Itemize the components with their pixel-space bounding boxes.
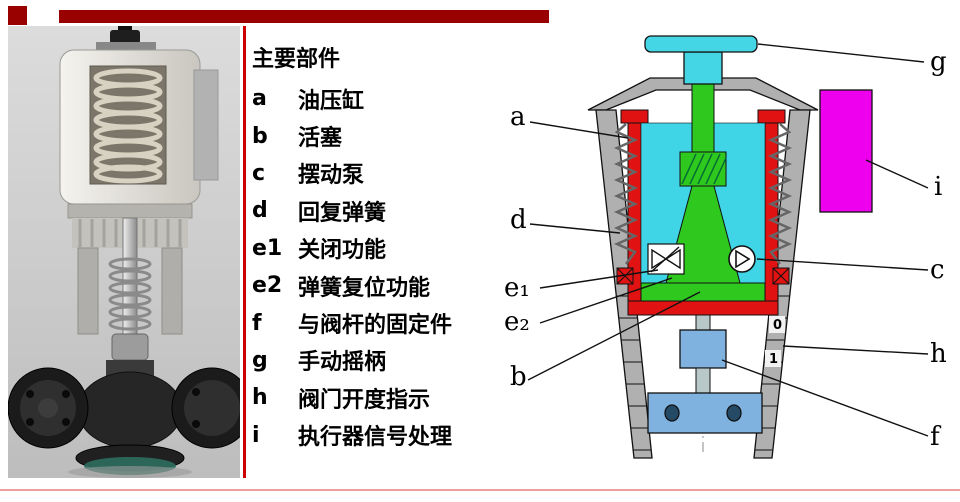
main-spring-coil xyxy=(93,68,163,184)
part-key: b xyxy=(252,123,268,149)
part-label: 油压缸 xyxy=(298,88,365,114)
part-label: 摆动泵 xyxy=(298,163,365,189)
function-valve-symbol xyxy=(647,243,685,275)
stem-fixture xyxy=(679,329,727,369)
bottom-rule xyxy=(0,489,960,491)
scale-window-1 xyxy=(765,350,781,367)
part-label: 弹簧复位功能 xyxy=(298,275,431,301)
part-row: a 油压缸 xyxy=(252,80,504,117)
leader-line-a xyxy=(529,121,629,139)
part-key: g xyxy=(252,347,268,373)
diagram-label-h: h xyxy=(930,339,947,369)
part-row: i 执行器信号处理 xyxy=(252,417,504,454)
scale-number-zero: 0 xyxy=(773,318,782,333)
part-key: e1 xyxy=(252,235,283,261)
actuator-head xyxy=(59,26,219,205)
part-label: 活塞 xyxy=(298,126,343,152)
part-row: e2 弹簧复位功能 xyxy=(252,267,504,304)
part-label: 与阀杆的固定件 xyxy=(298,313,453,339)
parts-list-title: 主要部件 xyxy=(252,47,341,72)
part-key: c xyxy=(252,160,266,186)
stem-connector xyxy=(695,314,711,331)
actuator-photo xyxy=(7,26,253,478)
piston-plate xyxy=(640,282,766,302)
part-row: b 活塞 xyxy=(252,117,504,154)
actuator-diagram: 0 1 xyxy=(500,28,960,473)
return-springs xyxy=(613,123,793,265)
leader-line-c xyxy=(756,258,929,271)
signal-module xyxy=(819,89,873,213)
diagram-label-e2: e₂ xyxy=(504,307,530,337)
swing-pump-symbol xyxy=(728,245,756,273)
part-row: f 与阀杆的固定件 xyxy=(252,304,504,341)
part-key: a xyxy=(252,86,267,112)
part-row: e1 关闭功能 xyxy=(252,230,504,267)
part-key: e2 xyxy=(252,273,283,299)
leader-line-b xyxy=(527,291,701,381)
part-label: 关闭功能 xyxy=(298,238,387,264)
part-key: d xyxy=(252,198,268,224)
diagram-label-b: b xyxy=(510,362,527,392)
diagram-label-i: i xyxy=(934,172,942,202)
part-label: 阀门开度指示 xyxy=(298,387,431,413)
scale-number-one: 1 xyxy=(769,352,778,367)
part-row: g 手动摇柄 xyxy=(252,342,504,379)
diagram-label-d: d xyxy=(510,205,527,235)
actuator-diagram-svg: 0 1 xyxy=(504,35,947,459)
part-label: 回复弹簧 xyxy=(298,200,387,226)
part-label: 手动摇柄 xyxy=(298,350,387,376)
part-key: i xyxy=(252,422,260,448)
leader-line-e1 xyxy=(539,269,659,289)
photo-divider-line xyxy=(243,26,246,478)
valve-body xyxy=(7,360,253,478)
part-key: f xyxy=(252,310,262,336)
diagram-label-c: c xyxy=(930,255,945,285)
part-row: c 摆动泵 xyxy=(252,155,504,192)
leader-line-h xyxy=(782,345,929,355)
leader-line-g xyxy=(757,43,925,63)
stem-spring-coil xyxy=(108,257,152,331)
leader-lines xyxy=(527,43,929,437)
leader-line-d xyxy=(529,223,621,234)
actuator-photo-svg xyxy=(7,26,253,478)
lower-stem xyxy=(695,367,711,394)
part-key: h xyxy=(252,385,268,411)
diagram-label-g: g xyxy=(930,47,947,77)
yoke-crossbar xyxy=(647,392,763,434)
leader-line-i xyxy=(865,159,929,189)
scale-window-0 xyxy=(769,316,785,333)
diagram-label-f: f xyxy=(930,422,942,452)
accent-bar xyxy=(59,10,549,23)
diagram-label-e1: e₁ xyxy=(504,273,530,303)
part-row: h 阀门开度指示 xyxy=(252,379,504,416)
accent-square xyxy=(8,6,27,25)
drive-stem xyxy=(691,83,715,153)
leader-line-f xyxy=(721,359,929,437)
manual-crank xyxy=(644,35,758,85)
leader-line-e2 xyxy=(539,277,673,324)
part-label: 执行器信号处理 xyxy=(298,425,453,451)
parts-list: 主要部件 a 油压缸 b 活塞 c 摆动泵 d 回复弹簧 e1 关闭功能 e2 … xyxy=(252,40,504,454)
actuator-yoke xyxy=(67,203,193,361)
diagram-label-a: a xyxy=(510,102,526,132)
stem-guide xyxy=(679,151,727,187)
part-row: d 回复弹簧 xyxy=(252,192,504,229)
